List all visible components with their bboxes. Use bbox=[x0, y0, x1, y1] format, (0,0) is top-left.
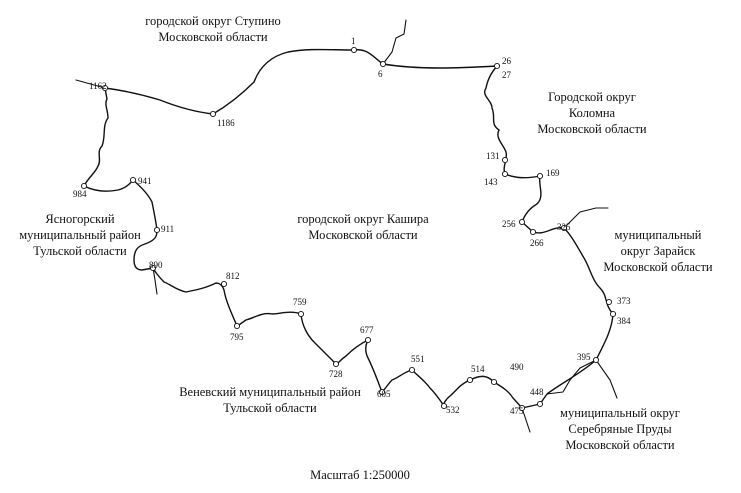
boundary-branch-south-stub bbox=[521, 407, 531, 433]
vertex-marker bbox=[440, 402, 448, 410]
vertex-label: 384 bbox=[617, 316, 631, 326]
vertex-marker bbox=[408, 366, 416, 374]
vertex-label: 256 bbox=[502, 219, 516, 229]
region-label-line: городской округ Ступино bbox=[145, 14, 281, 28]
region-label-line: Московской области bbox=[308, 228, 418, 242]
vertex-marker bbox=[518, 218, 526, 226]
region-label-line: Тульской области bbox=[33, 244, 127, 258]
vertex-marker bbox=[364, 336, 372, 344]
vertex-label: 795 bbox=[230, 332, 244, 342]
boundary-branch-southwest bbox=[152, 267, 158, 295]
vertex-label: 448 bbox=[530, 387, 544, 397]
vertex-marker bbox=[466, 376, 474, 384]
boundary-branch-east bbox=[563, 207, 609, 229]
vertex-marker bbox=[609, 310, 617, 318]
vertex-markers bbox=[80, 46, 617, 412]
vertex-marker bbox=[560, 224, 568, 232]
vertex-label: 1162 bbox=[89, 81, 107, 91]
boundary-branch-southeast bbox=[595, 359, 618, 399]
region-label-line: округ Зарайск bbox=[620, 244, 696, 258]
region-label-line: Городской округ bbox=[548, 90, 636, 104]
vertex-label: 890 bbox=[149, 260, 163, 270]
region-label-yasnogorsk: Ясногорский муниципальный район Тульской… bbox=[17, 211, 143, 259]
vertex-label: 941 bbox=[138, 176, 152, 186]
vertex-label: 984 bbox=[73, 189, 87, 199]
vertex-label: 759 bbox=[293, 297, 307, 307]
vertex-marker bbox=[233, 322, 241, 330]
region-label-line: Ясногорский bbox=[45, 212, 115, 226]
boundary-branch-south bbox=[546, 359, 597, 395]
vertex-marker bbox=[536, 400, 544, 408]
vertex-label: 395 bbox=[577, 352, 591, 362]
vertex-label: 551 bbox=[411, 354, 425, 364]
vertex-labels: 1 6 26 27 131 143 169 256 266 325 373 38… bbox=[73, 36, 631, 416]
vertex-label: 514 bbox=[471, 364, 485, 374]
vertex-label: 169 bbox=[546, 168, 560, 178]
vertex-marker bbox=[536, 172, 544, 180]
vertex-marker bbox=[490, 378, 498, 386]
vertex-label: 266 bbox=[530, 238, 544, 248]
vertex-label: 475 bbox=[510, 406, 524, 416]
vertex-label: 812 bbox=[226, 271, 240, 281]
vertex-marker bbox=[209, 110, 217, 118]
vertex-label: 27 bbox=[502, 70, 512, 80]
vertex-label: 143 bbox=[484, 177, 498, 187]
vertex-label: 1186 bbox=[217, 118, 235, 128]
vertex-marker bbox=[129, 176, 137, 184]
vertex-marker bbox=[493, 62, 501, 70]
vertex-marker bbox=[153, 226, 161, 234]
vertex-label: 26 bbox=[502, 56, 512, 66]
vertex-label: 325 bbox=[557, 222, 571, 232]
vertex-marker bbox=[605, 298, 613, 306]
region-label-kashira: городской округ Кашира Московской област… bbox=[280, 211, 446, 243]
vertex-marker bbox=[350, 46, 358, 54]
vertex-label: 605 bbox=[377, 389, 391, 399]
region-label-line: Тульской области bbox=[223, 401, 317, 415]
vertex-label: 373 bbox=[617, 296, 631, 306]
vertex-marker bbox=[149, 264, 157, 272]
vertex-marker bbox=[501, 170, 509, 178]
vertex-label: 532 bbox=[446, 405, 460, 415]
region-label-line: муниципальный bbox=[614, 228, 702, 242]
region-label-kolomna: Городской округ Коломна Московской облас… bbox=[530, 89, 654, 137]
region-label-venev: Веневский муниципальный район Тульской о… bbox=[170, 384, 370, 416]
region-label-line: Коломна bbox=[568, 106, 616, 120]
vertex-marker bbox=[220, 280, 228, 288]
scale-label: Масштаб 1:250000 bbox=[310, 468, 410, 482]
vertex-label: 1 bbox=[351, 36, 356, 46]
vertex-marker bbox=[379, 60, 387, 68]
vertex-label: 131 bbox=[486, 151, 500, 161]
region-label-serebryanye-prudy: муниципальный округ Серебряные Пруды Мос… bbox=[550, 405, 690, 453]
vertex-label: 728 bbox=[329, 369, 343, 379]
vertex-label: 677 bbox=[360, 325, 374, 335]
vertex-marker bbox=[332, 360, 340, 368]
vertex-marker bbox=[101, 84, 109, 92]
vertex-marker bbox=[378, 388, 386, 396]
vertex-label: 490 bbox=[510, 362, 524, 372]
vertex-marker bbox=[518, 404, 526, 412]
region-label-zaraysk: муниципальный округ Зарайск Московской о… bbox=[596, 227, 720, 275]
region-label-line: Веневский муниципальный район bbox=[179, 385, 361, 399]
region-label-line: Московской области bbox=[565, 438, 675, 452]
boundary-branch-north bbox=[382, 19, 407, 65]
region-label-line: Московской области bbox=[603, 260, 713, 274]
vertex-marker bbox=[501, 156, 509, 164]
region-label-line: Серебряные Пруды bbox=[568, 422, 672, 436]
region-label-stupino: городской округ Ступино Московской облас… bbox=[130, 13, 296, 45]
vertex-marker bbox=[297, 310, 305, 318]
region-label-line: городской округ Кашира bbox=[297, 212, 429, 226]
vertex-marker bbox=[592, 356, 600, 364]
boundary-branch-west bbox=[75, 79, 106, 89]
vertex-marker bbox=[529, 228, 537, 236]
region-label-line: Московской области bbox=[537, 122, 647, 136]
region-label-line: муниципальный район bbox=[19, 228, 141, 242]
vertex-marker bbox=[80, 182, 88, 190]
vertex-label: 6 bbox=[378, 69, 383, 79]
region-label-line: муниципальный округ bbox=[560, 406, 680, 420]
vertex-label: 911 bbox=[161, 224, 174, 234]
region-label-line: Московской области bbox=[158, 30, 268, 44]
